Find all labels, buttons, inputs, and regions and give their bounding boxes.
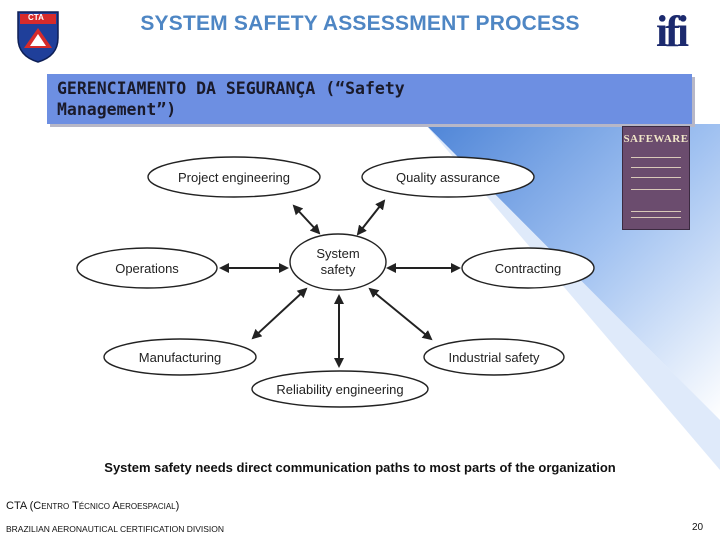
node-quality-assurance: Quality assurance	[395, 169, 501, 185]
node-industrial-safety-shape	[423, 338, 565, 376]
cta-footer-sep1: T	[69, 500, 79, 512]
cta-footer-sc2: ÉCNICO	[78, 502, 110, 511]
cta-logo-text: CTA	[28, 13, 44, 22]
cta-logo: CTA	[14, 8, 62, 64]
cta-footer-sc3: EROESPACIAL	[119, 502, 176, 511]
node-operations: Operations	[115, 260, 179, 276]
arrow-quality-assurance	[356, 199, 386, 236]
node-industrial-safety: Industrial safety	[448, 349, 540, 365]
node-manufacturing-shape	[103, 338, 257, 376]
node-manufacturing: Manufacturing	[138, 349, 222, 365]
subtitle-line-2: Management”)	[57, 100, 177, 119]
division-footer: BRAZILIAN AERONAUTICAL CERTIFICATION DIV…	[6, 524, 225, 534]
subtitle: GERENCIAMENTO DA SEGURANÇA (“Safety Mana…	[57, 78, 677, 120]
arrow-manufacturing	[251, 287, 308, 340]
cta-footer: CTA (CENTRO TÉCNICO AEROESPACIAL)	[6, 500, 179, 512]
arrow-industrial-safety	[368, 287, 433, 341]
book-title: SAFEWARE	[623, 133, 689, 145]
node-system-safety-line-2: safety	[320, 262, 356, 277]
diagram-caption: System safety needs direct communication…	[104, 460, 616, 475]
node-reliability-engineering-shape	[251, 370, 429, 408]
arrow-project-engineering	[292, 204, 321, 235]
ifi-logo-text: ifi	[656, 7, 689, 56]
cta-footer-prefix: CTA (C	[6, 500, 42, 512]
node-quality-assurance-shape	[361, 156, 535, 198]
node-contracting-shape	[461, 247, 595, 289]
node-contracting: Contracting	[494, 260, 562, 276]
page-number: 20	[692, 522, 704, 533]
safeware-book-cover: SAFEWARE	[622, 126, 690, 230]
node-system-safety-shape	[289, 233, 387, 291]
node-operations-shape	[76, 247, 218, 289]
node-project-engineering: Project engineering	[177, 169, 291, 185]
node-reliability-engineering: Reliability engineering	[276, 381, 404, 397]
node-system-safety: System safety	[292, 244, 384, 280]
page-title: SYSTEM SAFETY ASSESSMENT PROCESS	[140, 12, 580, 35]
node-project-engineering-shape	[147, 156, 321, 198]
ifi-logo: ifi	[656, 10, 704, 54]
subtitle-banner: GERENCIAMENTO DA SEGURANÇA (“Safety Mana…	[47, 74, 692, 124]
cta-footer-suffix: )	[175, 500, 180, 512]
cta-footer-sc1: ENTRO	[41, 502, 70, 511]
cta-footer-sep2: A	[109, 500, 120, 512]
node-system-safety-line-1: System	[316, 246, 360, 261]
subtitle-line-1: GERENCIAMENTO DA SEGURANÇA (“Safety	[57, 79, 405, 98]
